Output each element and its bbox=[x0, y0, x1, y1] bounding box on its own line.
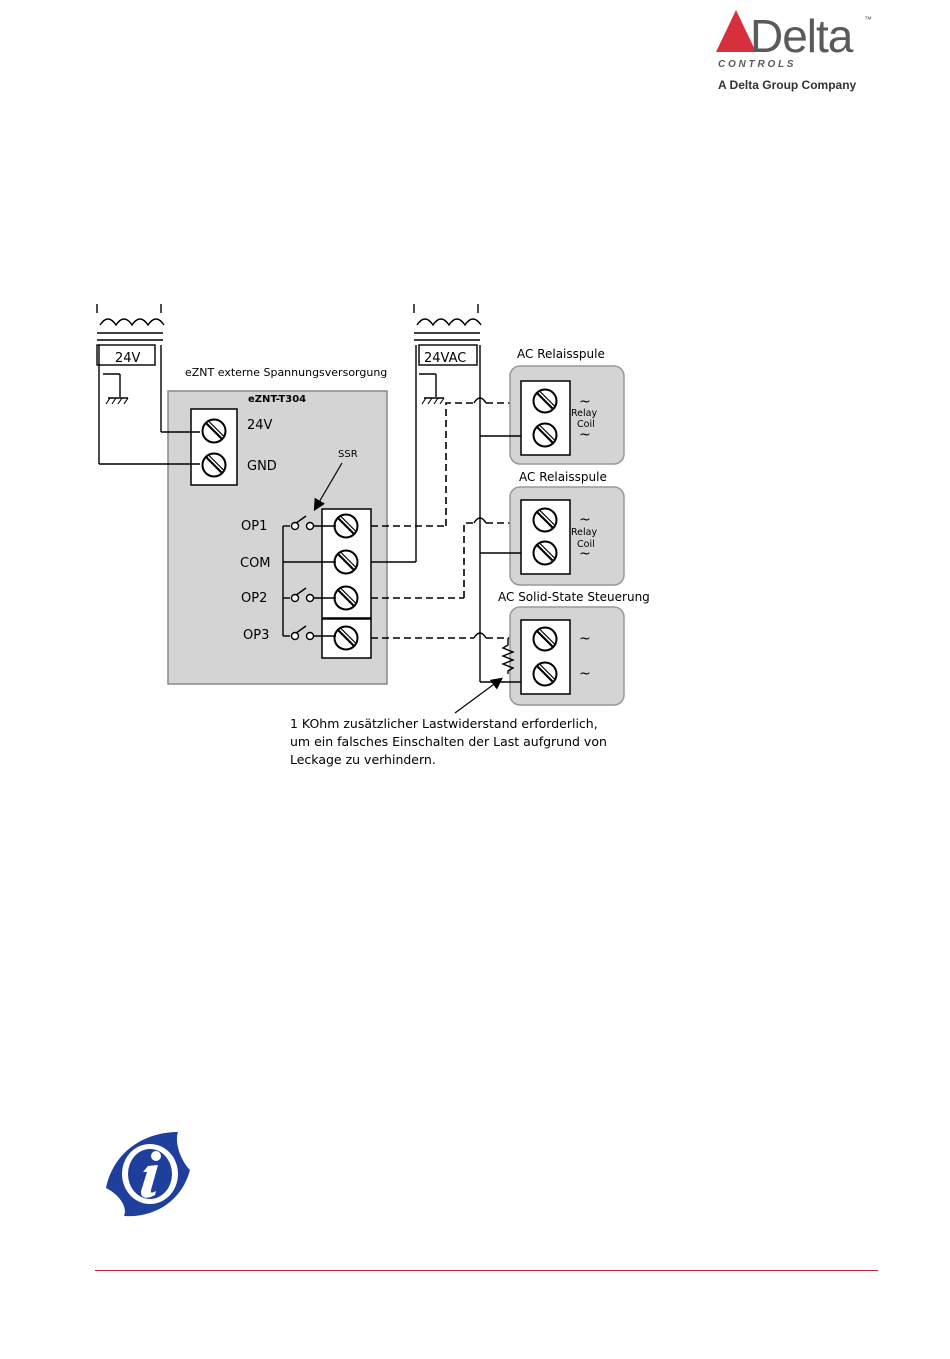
resistor-note-line3: Leckage zu verhindern. bbox=[290, 752, 436, 767]
relay-word-2: Relay bbox=[571, 527, 597, 538]
footer-divider bbox=[95, 1270, 878, 1271]
resistor-note-arrow bbox=[454, 677, 503, 714]
op3-label: OP3 bbox=[243, 628, 269, 643]
ssr-contacts bbox=[282, 515, 336, 641]
load2-title: AC Relaisspule bbox=[519, 470, 607, 484]
transformer-right bbox=[413, 304, 482, 682]
resistor-note-line1: 1 KOhm zusätzlicher Lastwiderstand erfor… bbox=[290, 716, 598, 731]
tilde-symbol: ~ bbox=[579, 427, 591, 443]
logo-tagline: A Delta Group Company bbox=[718, 78, 857, 92]
tilde-symbol: ~ bbox=[579, 666, 591, 682]
coil-word-1: Coil bbox=[577, 419, 595, 430]
transformer-left bbox=[96, 304, 165, 464]
ssr-label: SSR bbox=[338, 449, 358, 460]
delta-triangle-icon bbox=[716, 10, 756, 52]
tilde-symbol: ~ bbox=[579, 394, 591, 410]
supply-caption: eZNT externe Spannungsversorgung bbox=[185, 366, 387, 379]
coil-word-2: Coil bbox=[577, 539, 595, 550]
tilde-symbol: ~ bbox=[579, 631, 591, 647]
tilde-symbol: ~ bbox=[579, 546, 591, 562]
terminal-24v-label: 24V bbox=[247, 418, 273, 433]
logo-subline: C O N T R O L S bbox=[718, 59, 794, 70]
logo-trademark: ™ bbox=[864, 15, 872, 24]
info-icon bbox=[106, 1132, 190, 1217]
load1-title: AC Relaisspule bbox=[517, 347, 605, 361]
terminal-gnd-label: GND bbox=[247, 459, 277, 474]
terminal-gnd-screw bbox=[201, 452, 227, 478]
logo-wordmark: Delta bbox=[750, 10, 854, 62]
com-label: COM bbox=[240, 556, 271, 571]
resistor-note-line2: um ein falsches Einschalten der Last auf… bbox=[290, 734, 607, 749]
load3-title: AC Solid-State Steuerung bbox=[498, 590, 650, 604]
transformer-left-label: 24V bbox=[115, 351, 141, 366]
ssr-arrow bbox=[313, 462, 343, 512]
module-title: eZNT-T304 bbox=[248, 394, 306, 405]
load-resistor bbox=[501, 638, 515, 674]
delta-controls-logo: Delta ™ C O N T R O L S A Delta Group Co… bbox=[716, 10, 872, 92]
relay-word-1: Relay bbox=[571, 408, 597, 419]
op2-label: OP2 bbox=[241, 591, 267, 606]
transformer-right-label: 24VAC bbox=[424, 351, 466, 366]
tilde-symbol: ~ bbox=[579, 512, 591, 528]
terminal-24v-screw bbox=[201, 418, 227, 444]
op1-label: OP1 bbox=[241, 519, 267, 534]
op3-terminal-block bbox=[321, 618, 372, 659]
dashed-control-wires bbox=[371, 402, 521, 639]
